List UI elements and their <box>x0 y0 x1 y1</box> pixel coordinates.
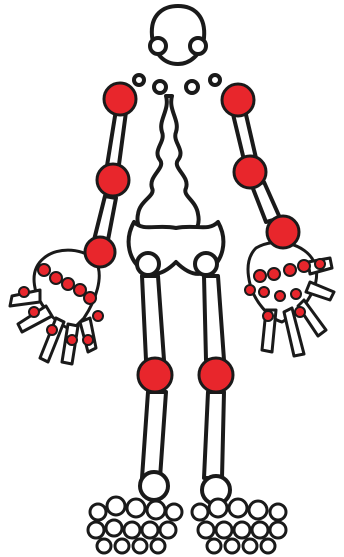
joint-right-wrist <box>85 237 115 267</box>
femur-right <box>142 276 164 360</box>
joint-left-wrist <box>267 216 299 248</box>
joint-left-knee <box>199 358 233 392</box>
sternoclavicular-joint-left <box>186 81 198 93</box>
hip-joint-left <box>195 253 217 275</box>
jaw-joint-right <box>150 38 166 54</box>
joint-right-elbow <box>97 164 129 196</box>
acromioclavicular-joint-right <box>134 75 144 85</box>
jaw-joint-left <box>190 38 206 54</box>
hip-joint-right <box>137 253 159 275</box>
tibia-right <box>142 392 166 478</box>
joint-left-shoulder <box>222 84 254 116</box>
joint-right-shoulder <box>104 83 136 115</box>
ankle-joint-right <box>140 472 168 500</box>
joint-right-knee <box>138 358 172 392</box>
acromioclavicular-joint-left <box>210 75 220 85</box>
foot-left <box>192 499 286 553</box>
tibia-left <box>204 392 224 478</box>
sternoclavicular-joint-right <box>154 81 166 93</box>
joint-left-elbow <box>234 156 266 188</box>
